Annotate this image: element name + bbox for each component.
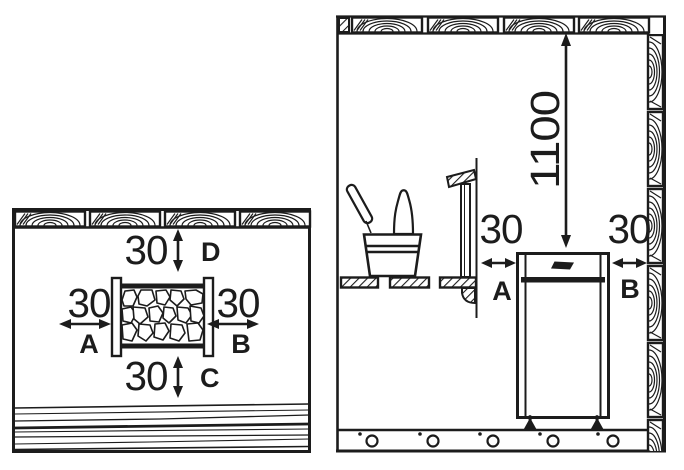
ladle-icon bbox=[392, 189, 415, 236]
guard-board bbox=[460, 183, 471, 278]
dimension-right-B: 30 B bbox=[207, 280, 261, 359]
heater-top-view bbox=[110, 276, 215, 358]
heater-control-band bbox=[521, 277, 605, 283]
backrest-guard bbox=[445, 158, 478, 318]
heater-bottom-bar bbox=[121, 343, 204, 349]
guard-bottom-piece bbox=[461, 287, 476, 305]
floor-dots bbox=[358, 432, 600, 436]
dimension-bottom-C: 30 C bbox=[125, 353, 220, 399]
dimension-label: C bbox=[200, 363, 220, 393]
dimension-left-A: 30 A bbox=[59, 280, 112, 359]
wall-planks-right bbox=[646, 34, 665, 451]
brand-logo-icon bbox=[551, 261, 574, 270]
ladle-handle bbox=[345, 183, 374, 225]
heater-side-rail-left bbox=[110, 276, 123, 358]
side-view-panel: 1100 30 A 30 B bbox=[336, 15, 666, 453]
dimension-label: D bbox=[201, 237, 221, 267]
dimension-heater-right-B: 30 B bbox=[608, 206, 652, 304]
dimension-label: B bbox=[620, 274, 640, 304]
dimension-label: B bbox=[231, 329, 251, 359]
bench-board bbox=[339, 276, 380, 289]
bucket-icon bbox=[362, 233, 423, 278]
stones-icon bbox=[121, 289, 205, 342]
heater-side-view bbox=[516, 252, 610, 430]
dimension-value: 30 bbox=[125, 353, 168, 399]
heater-side-rail-right bbox=[202, 276, 215, 358]
dimension-value: 30 bbox=[480, 206, 523, 252]
top-view-panel: 30 D 30 A 30 B 30 C bbox=[12, 208, 312, 453]
floor-planks-grain bbox=[14, 403, 310, 451]
dimension-top-D: 30 D bbox=[125, 227, 221, 273]
dimension-label: A bbox=[492, 276, 512, 306]
bucket-and-ladle bbox=[345, 183, 423, 278]
bench-board bbox=[388, 276, 431, 289]
sauna-bench bbox=[339, 276, 478, 289]
dimension-heater-left-A: 30 A bbox=[480, 206, 524, 306]
dimension-label: A bbox=[79, 329, 99, 359]
dimension-value: 1100 bbox=[522, 91, 568, 189]
floor bbox=[337, 428, 649, 448]
guard-top-board bbox=[445, 168, 478, 189]
dimension-value: 30 bbox=[608, 206, 651, 252]
bench-board bbox=[438, 276, 478, 289]
ceiling-planks bbox=[337, 16, 651, 35]
dimension-value: 30 bbox=[217, 280, 260, 326]
heater-top-bar bbox=[121, 283, 204, 289]
dimension-value: 30 bbox=[125, 227, 168, 273]
wall-planks-top bbox=[13, 210, 312, 229]
floor-drain-stones bbox=[365, 434, 620, 448]
dimension-value: 30 bbox=[68, 280, 111, 326]
dimension-ceiling-1100: 1100 bbox=[522, 33, 571, 248]
